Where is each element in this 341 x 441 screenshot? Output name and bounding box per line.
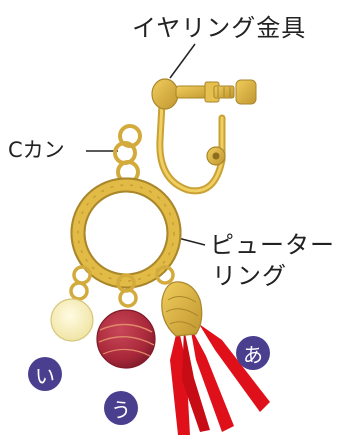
badge-a: あ xyxy=(236,336,270,370)
label-c-ring: Cカン xyxy=(8,138,65,162)
cream-bead xyxy=(50,298,94,342)
badge-u: う xyxy=(104,391,138,425)
leader-line-earring xyxy=(169,43,196,79)
drop-jump-rings xyxy=(69,265,175,308)
earring-fitting xyxy=(151,78,257,195)
red-bead xyxy=(96,309,156,369)
label-pewter-ring-line1: ピューター xyxy=(210,231,335,259)
label-earring-fitting: イヤリング金具 xyxy=(132,14,307,42)
pewter-ring xyxy=(70,177,182,289)
c-rings xyxy=(113,124,142,184)
leader-line-pewter-ring xyxy=(177,237,206,246)
badge-i: い xyxy=(28,357,62,391)
tassel xyxy=(161,281,270,435)
label-pewter-ring-line2: リング xyxy=(212,262,287,290)
